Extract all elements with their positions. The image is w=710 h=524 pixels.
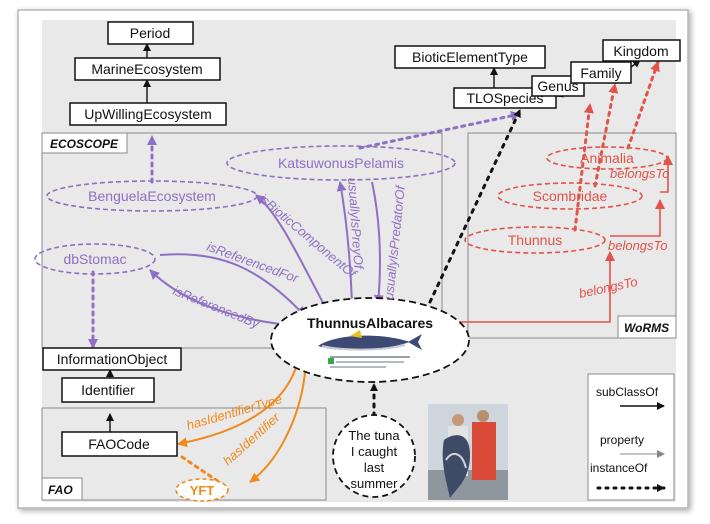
class-information-object[interactable]: InformationObject	[42, 347, 182, 371]
instance-thunnus-albacares[interactable]: ThunnusAlbacares	[270, 297, 470, 383]
class-upwelling-ecosystem-label: UpWillingEcosystem	[84, 106, 212, 122]
instance-scombridae[interactable]: Scombridae	[497, 182, 643, 210]
instance-dbstomac-label: dbStomac	[63, 251, 126, 267]
instance-katsuwonus[interactable]: KatsuwonusPelamis	[226, 145, 456, 181]
edge-is-biotic-component-of	[255, 194, 331, 317]
label-belongs-to-scombridae: belongsTo	[608, 238, 668, 253]
edge-is-referenced-by	[149, 269, 299, 327]
region-fao: FAO	[41, 407, 327, 501]
instance-animalia-label: Animalia	[580, 150, 634, 166]
fishermen-photo	[428, 404, 508, 500]
region-worms-label: WoRMS	[624, 321, 669, 335]
edge-albacares-belongs-to-thunnus	[440, 251, 615, 323]
class-biotic-element-type-label: BioticElementType	[412, 49, 528, 65]
instance-thunnus[interactable]: Thunnus	[464, 226, 606, 254]
class-fao-code[interactable]: FAOCode	[61, 431, 178, 457]
instance-animalia[interactable]: Animalia	[546, 146, 668, 170]
edge-usually-is-prey-of	[336, 181, 353, 305]
class-kingdom-label: Kingdom	[613, 43, 668, 59]
instance-thunnus-albacares-label: ThunnusAlbacares	[307, 315, 433, 331]
class-period-label: Period	[130, 25, 170, 41]
edge-animalia-instance	[626, 60, 660, 150]
class-marine-ecosystem[interactable]: MarineEcosystem	[74, 57, 221, 81]
ecoscope-property-edges	[149, 181, 384, 327]
class-identifier-label: Identifier	[81, 382, 135, 398]
instance-yft-label: YFT	[190, 483, 215, 498]
instance-tuna-caught[interactable]: The tuna I caught last summer	[332, 414, 416, 498]
legend-subclass-label: subClassOf	[596, 385, 659, 399]
image-caption-lines	[328, 356, 410, 368]
legend: subClassOf property instanceOf	[587, 373, 675, 501]
tuna-caught-line-2: I caught	[351, 444, 398, 459]
tuna-caught-line-1: The tuna	[348, 428, 400, 443]
instance-benguela-label: BenguelaEcosystem	[88, 188, 216, 204]
class-period[interactable]: Period	[107, 21, 194, 45]
instance-thunnus-label: Thunnus	[508, 232, 562, 248]
class-tlo-species-label: TLOSpecies	[466, 90, 543, 106]
class-upwelling-ecosystem[interactable]: UpWillingEcosystem	[69, 102, 227, 126]
worms-property-edges	[440, 155, 673, 323]
instance-dbstomac[interactable]: dbStomac	[34, 243, 156, 275]
class-family-label: Family	[580, 65, 621, 81]
legend-instance-label: instanceOf	[590, 461, 648, 475]
class-marine-ecosystem-label: MarineEcosystem	[91, 61, 202, 77]
class-genus-label: Genus	[537, 78, 578, 94]
class-kingdom[interactable]: Kingdom	[602, 39, 681, 62]
edge-scombridae-instance	[593, 82, 619, 188]
label-belongs-to-animalia: belongsTo	[610, 166, 670, 181]
edge-thunnus-belongs-to-scombridae	[610, 199, 665, 237]
class-tlo-species[interactable]: TLOSpecies	[453, 87, 557, 109]
edge-has-identifier	[249, 355, 307, 483]
label-usually-is-prey-of: usuallyIsPreyOf	[345, 177, 366, 270]
tuna-fish-image	[318, 330, 422, 351]
region-ecoscope: ECOSCOPE	[41, 132, 443, 349]
edge-usually-is-predator-of	[371, 181, 384, 305]
class-identifier[interactable]: Identifier	[61, 377, 155, 403]
region-worms: WoRMS	[467, 132, 677, 339]
class-biotic-element-type[interactable]: BioticElementType	[394, 45, 546, 69]
edge-scombridae-belongs-to-animalia	[660, 155, 673, 193]
instance-benguela[interactable]: BenguelaEcosystem	[46, 180, 258, 212]
instance-katsuwonus-label: KatsuwonusPelamis	[278, 155, 404, 171]
class-fao-code-label: FAOCode	[88, 436, 150, 452]
tuna-caught-line-4: summer	[351, 476, 399, 491]
tuna-caught-line-3: last	[364, 460, 385, 475]
instance-yft[interactable]: YFT	[175, 478, 229, 502]
edge-is-referenced-for	[159, 253, 306, 317]
legend-property-label: property	[600, 433, 644, 447]
instance-scombridae-label: Scombridae	[533, 188, 608, 204]
edge-albacares-instance	[428, 108, 522, 304]
class-family[interactable]: Family	[570, 61, 632, 84]
region-fao-label: FAO	[48, 483, 73, 497]
region-ecoscope-label: ECOSCOPE	[50, 137, 119, 151]
edge-thunnus-instance	[573, 102, 594, 232]
class-information-object-label: InformationObject	[57, 351, 168, 367]
edge-katsuwonus-instance	[358, 110, 522, 150]
legend-box	[587, 373, 675, 501]
